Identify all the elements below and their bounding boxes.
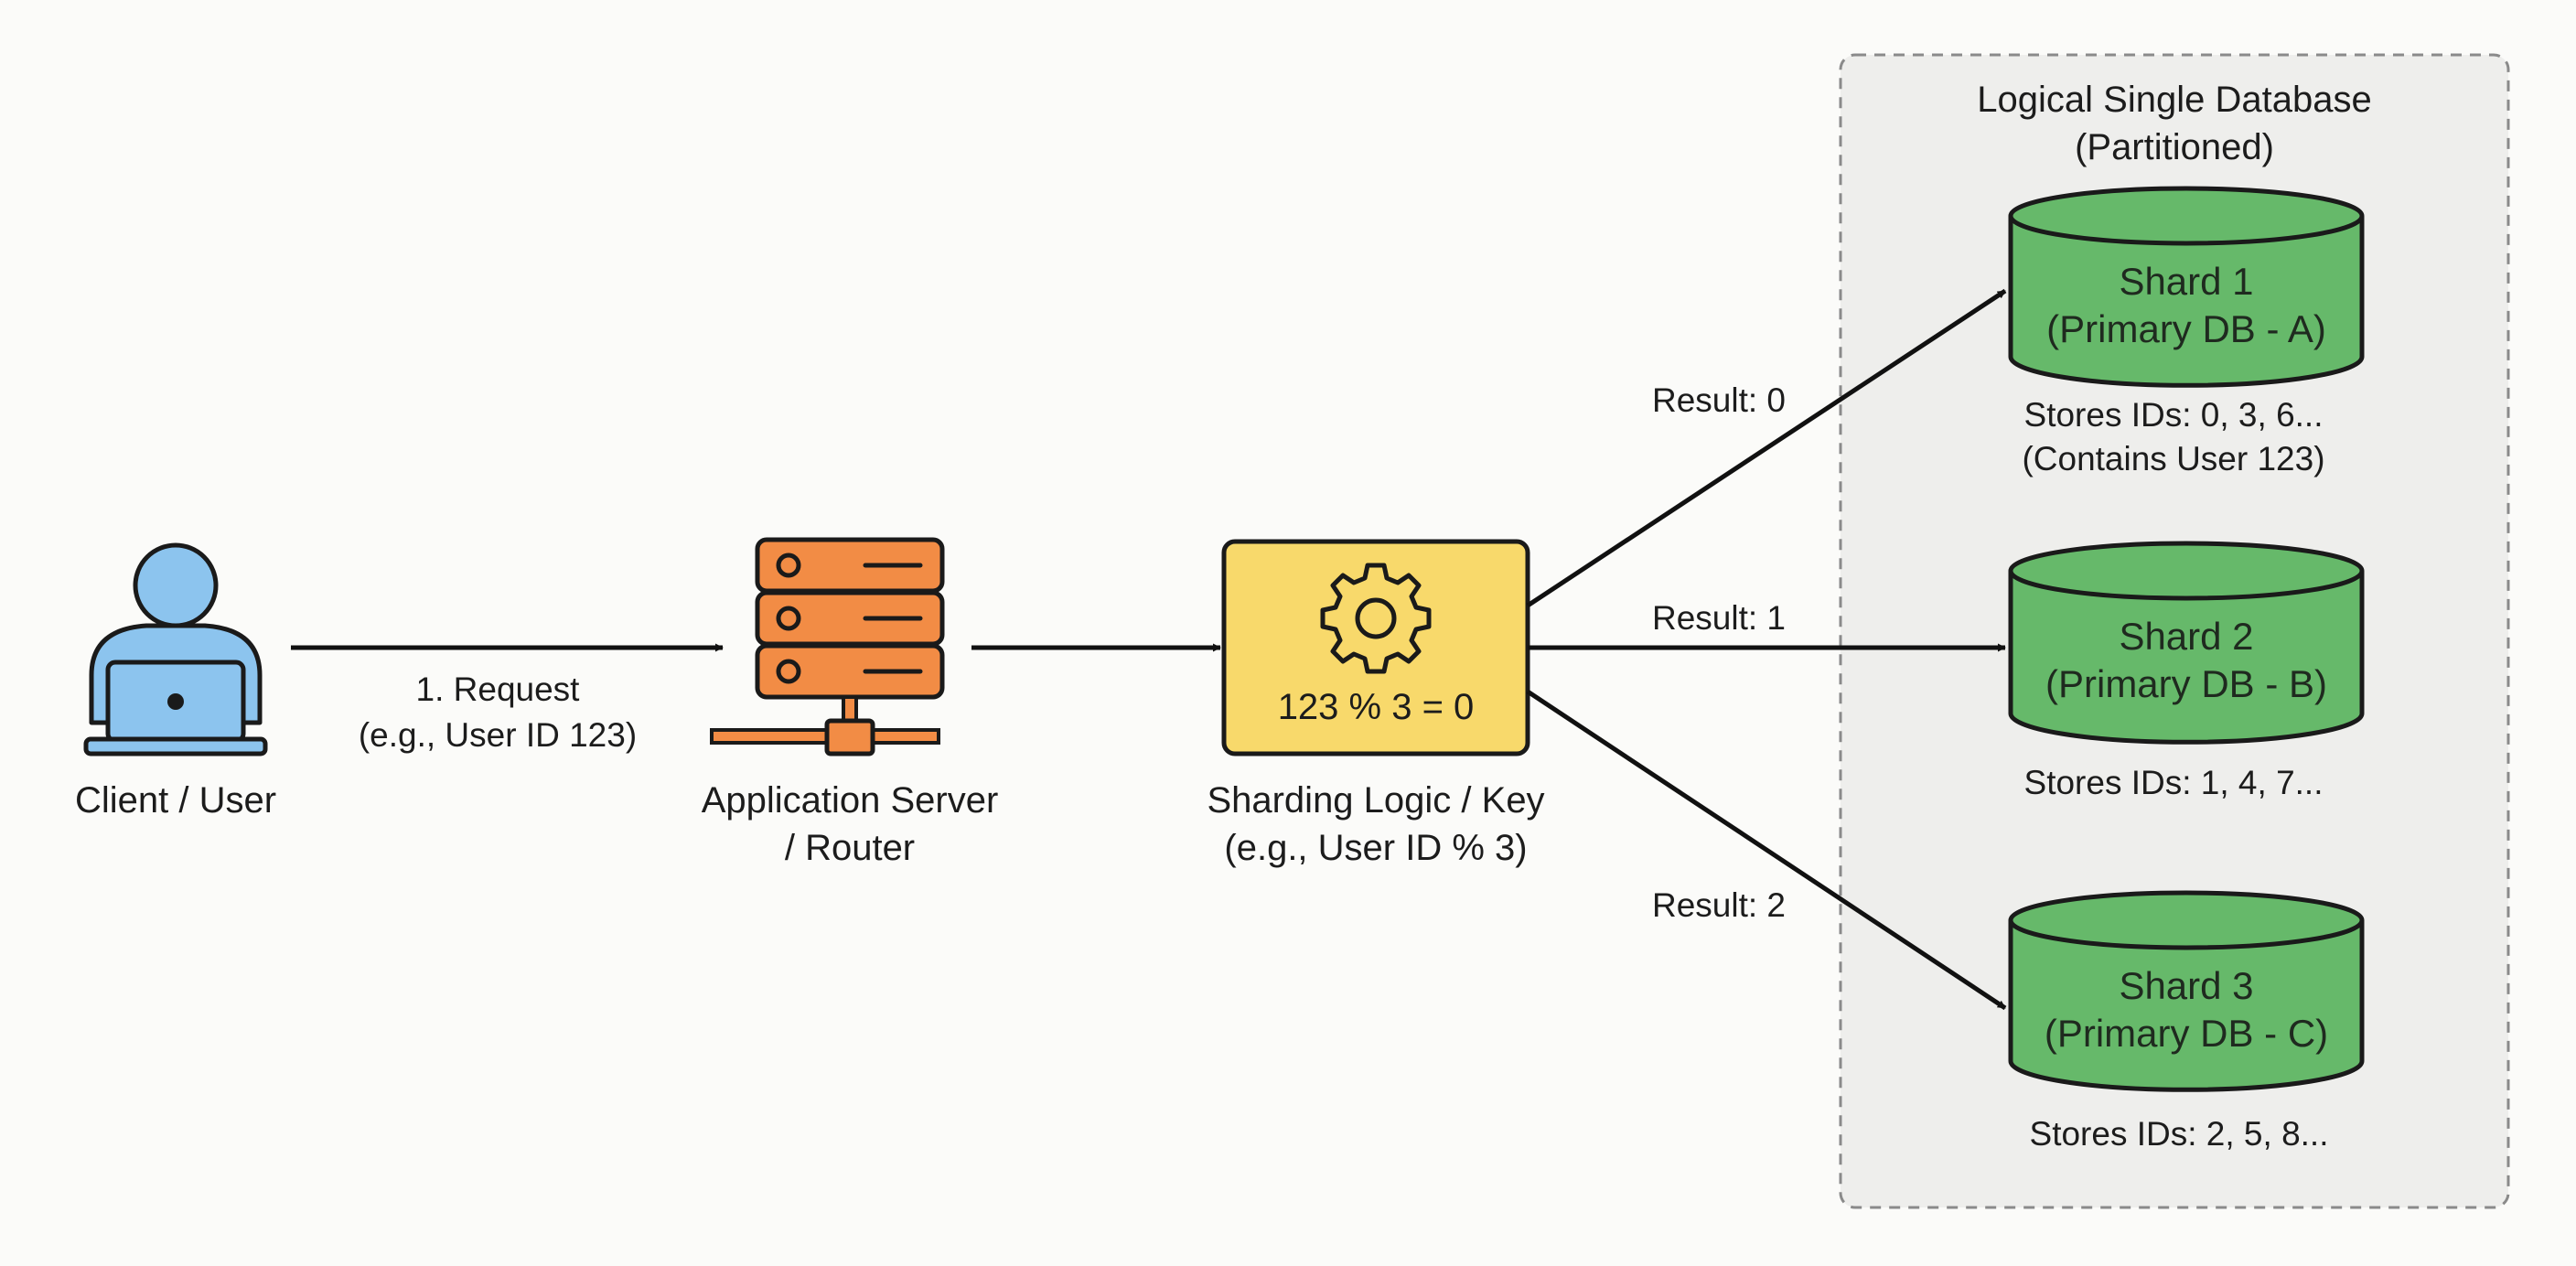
database-cylinder-icon xyxy=(2008,890,2365,1092)
app-server-label: Application Server xyxy=(702,780,999,821)
gear-icon xyxy=(1320,563,1432,674)
database-cylinder-icon xyxy=(2008,541,2365,745)
shard-1-sub: (Primary DB - A) xyxy=(2046,307,2326,350)
sharding-formula: 123 % 3 = 0 xyxy=(1278,687,1475,727)
result-1-label: Result: 1 xyxy=(1652,599,1786,637)
user-laptop-icon xyxy=(83,542,268,756)
sharding-label: Sharding Logic / Key xyxy=(1207,780,1544,821)
shard-1-note: (Contains User 123) xyxy=(2022,440,2324,477)
arrow-to-shard-3 xyxy=(1526,689,2007,1011)
database-cylinder-icon xyxy=(2008,186,2365,388)
database-title: Logical Single Database xyxy=(1977,80,2371,120)
result-0-label: Result: 0 xyxy=(1652,381,1786,419)
app-server-sublabel: / Router xyxy=(785,828,915,868)
result-2-label: Result: 2 xyxy=(1652,886,1786,924)
sharding-logic-box: 123 % 3 = 0 xyxy=(1221,539,1530,756)
request-label: 1. Request xyxy=(416,671,581,708)
shard-1-name: Shard 1 xyxy=(2119,260,2253,303)
server-rack-icon xyxy=(710,537,945,756)
shard-3-sub: (Primary DB - C) xyxy=(2045,1012,2328,1055)
shard-2: Shard 2 (Primary DB - B) Stores IDs: 1, … xyxy=(2008,541,2365,801)
request-example: (e.g., User ID 123) xyxy=(359,716,637,754)
shard-2-stores: Stores IDs: 1, 4, 7... xyxy=(2024,764,2324,801)
shard-1-stores: Stores IDs: 0, 3, 6... xyxy=(2024,396,2324,434)
shard-1: Shard 1 (Primary DB - A) Stores IDs: 0, … xyxy=(2008,186,2365,477)
shard-3-stores: Stores IDs: 2, 5, 8... xyxy=(2030,1115,2329,1153)
database-subtitle: (Partitioned) xyxy=(2075,127,2274,167)
client-label: Client / User xyxy=(75,780,276,821)
shard-3: Shard 3 (Primary DB - C) Stores IDs: 2, … xyxy=(2008,890,2365,1153)
shard-2-sub: (Primary DB - B) xyxy=(2045,662,2327,705)
shard-3-name: Shard 3 xyxy=(2119,964,2253,1007)
sharding-example: (e.g., User ID % 3) xyxy=(1224,828,1527,868)
shard-2-name: Shard 2 xyxy=(2119,615,2253,658)
arrow-to-shard-1 xyxy=(1526,288,2007,608)
